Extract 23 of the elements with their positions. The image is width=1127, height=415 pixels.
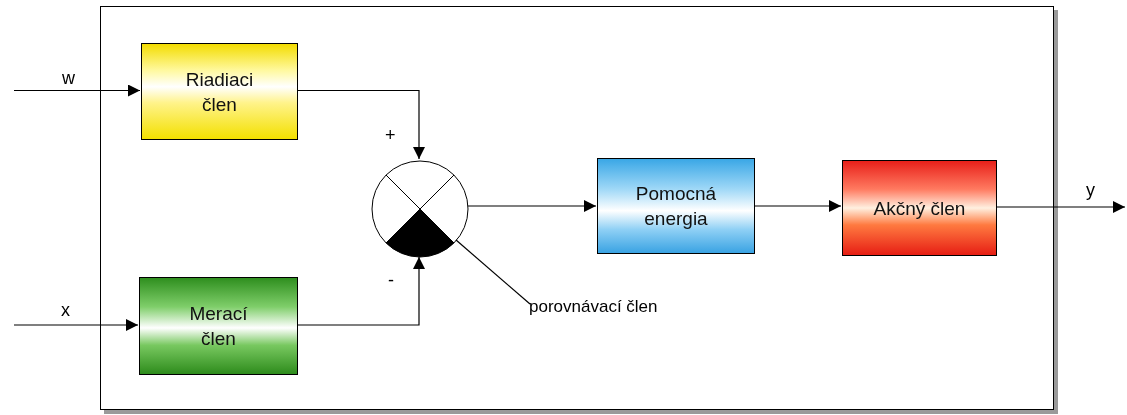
edge-label: +: [385, 125, 396, 145]
box-label: Akčný člen: [873, 196, 966, 221]
process-box: [141, 43, 298, 140]
arrow: [995, 201, 1126, 213]
annotation-text: porovnávací člen: [529, 295, 689, 319]
arrow: [296, 89, 425, 160]
arrow: [296, 256, 425, 326]
edge-label: w: [62, 68, 75, 88]
arrow: [13, 319, 139, 331]
edge-label: x: [61, 300, 70, 320]
process-box: [139, 277, 298, 375]
arrow: [753, 200, 842, 212]
edge-label: y: [1086, 180, 1095, 200]
leader-line: [455, 239, 531, 305]
arrow: [467, 200, 597, 212]
box-label: Pomocná energia: [634, 182, 718, 231]
summing-junction: [371, 160, 469, 258]
process-box: [597, 158, 755, 254]
edge-label: -: [388, 270, 394, 290]
arrow: [13, 84, 141, 97]
process-box: [842, 160, 997, 256]
box-label: Riadiaci člen: [184, 67, 255, 117]
box-label: Merací člen: [188, 302, 249, 351]
